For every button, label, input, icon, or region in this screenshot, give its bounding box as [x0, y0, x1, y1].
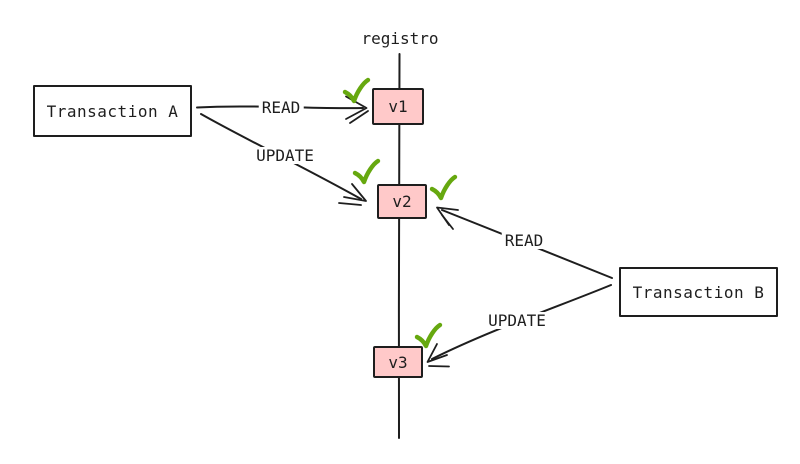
transaction-b-box: Transaction B [619, 267, 778, 317]
checkmark-icon [429, 174, 458, 201]
transaction-a-label: Transaction A [46, 101, 179, 121]
version-v3-label: v3 [388, 352, 408, 372]
version-box-v2: v2 [377, 184, 427, 219]
read-label-b: READ [501, 232, 547, 249]
timeline-label: registro [361, 29, 439, 48]
checkmark-icon [352, 158, 381, 185]
checkmark-icon [414, 322, 443, 349]
version-box-v1: v1 [372, 88, 424, 125]
version-box-v3: v3 [373, 346, 423, 378]
transaction-a-box: Transaction A [33, 85, 192, 137]
transaction-b-label: Transaction B [632, 282, 765, 302]
update-label-b: UPDATE [485, 312, 549, 329]
checkmark-icon [342, 77, 371, 104]
version-v1-label: v1 [388, 97, 408, 116]
read-label-a: READ [258, 99, 304, 116]
update-label-a: UPDATE [253, 147, 317, 164]
version-v2-label: v2 [392, 192, 412, 211]
